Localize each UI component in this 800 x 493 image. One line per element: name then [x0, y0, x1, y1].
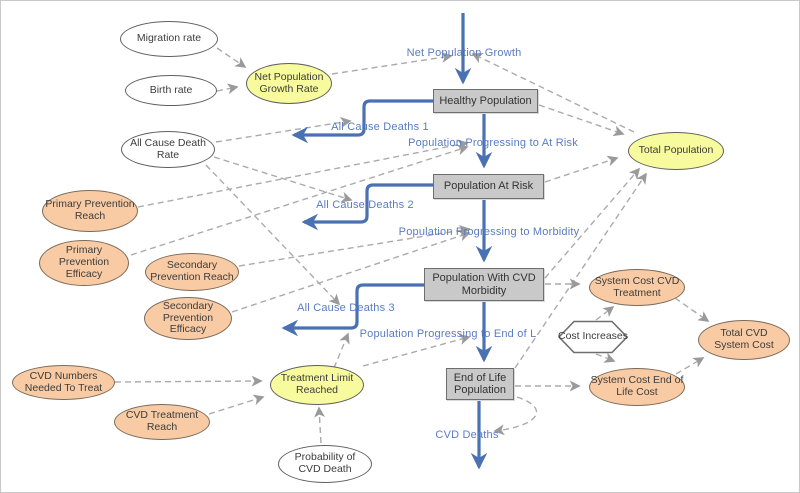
node-system-cost-end-of-life[interactable]: System Cost End of Life Cost	[589, 368, 685, 406]
node-probability-of-cvd-death-label: Probability of CVD Death	[294, 451, 356, 475]
link-primary-efficacy-to-at-risk-valve	[130, 144, 469, 256]
link-death-rate-to-deaths2	[213, 156, 353, 203]
node-primary-prevention-efficacy[interactable]: Primary Prevention Efficacy	[39, 240, 129, 286]
flow-pipes	[281, 13, 493, 470]
link-end-of-life-cost-to-total-cost	[675, 357, 705, 375]
flow-label-all-cause-deaths-3: All Cause Deaths 3	[297, 302, 395, 314]
link-death-rate-to-deaths1	[215, 117, 352, 143]
node-probability-of-cvd-death[interactable]: Probability of CVD Death	[278, 445, 372, 483]
link-secondary-efficacy-to-morbidity-valve	[231, 230, 471, 313]
stock-population-with-cvd-morbidity[interactable]: Population With CVD Morbidity	[424, 268, 544, 301]
flow-all-cause-deaths-1[interactable]	[291, 99, 433, 144]
flow-label-progressing-to-at-risk: Population Progressing to At Risk	[408, 137, 578, 149]
link-cost-increases-to-cvd-treatment-cost	[595, 305, 615, 321]
link-morbidity-to-total-population	[544, 167, 641, 279]
flow-label-all-cause-deaths-2: All Cause Deaths 2	[316, 199, 414, 211]
node-net-population-growth-rate[interactable]: Net Population Growth Rate	[246, 63, 332, 104]
flow-all-cause-deaths-2[interactable]	[301, 183, 436, 231]
node-cvd-numbers-needed-to-treat-label: CVD Numbers Needed To Treat	[24, 369, 103, 394]
node-treatment-limit-reached-label: Treatment Limit Reached	[280, 372, 354, 396]
node-secondary-prevention-efficacy[interactable]: Secondary Prevention Efficacy	[144, 297, 232, 340]
link-treatment-limit-to-deaths3-valve	[333, 332, 350, 369]
node-cvd-treatment-reach[interactable]: CVD Treatment Reach	[114, 404, 210, 440]
stock-population-with-cvd-morbidity-label: Population With CVD Morbidity	[432, 272, 536, 297]
flow-all-cause-deaths-3[interactable]	[281, 283, 424, 337]
node-all-cause-death-rate[interactable]: All Cause Death Rate	[121, 131, 215, 168]
node-secondary-prevention-efficacy-label: Secondary Prevention Efficacy	[162, 299, 214, 336]
node-net-population-growth-rate-label: Net Population Growth Rate	[254, 70, 324, 95]
link-end-of-life-to-total-population	[514, 172, 647, 369]
link-secondary-reach-to-morbidity-valve	[238, 225, 471, 267]
flow-label-cvd-deaths: CVD Deaths	[435, 429, 499, 441]
hexagon-shape	[557, 320, 629, 354]
node-birth-rate[interactable]: Birth rate	[125, 75, 217, 106]
node-system-cost-cvd-treatment[interactable]: System Cost CVD Treatment	[589, 269, 685, 306]
node-total-population-label: Total Population	[638, 144, 714, 157]
link-probability-to-treatment-limit	[314, 406, 326, 444]
node-treatment-limit-reached[interactable]: Treatment Limit Reached	[270, 365, 364, 405]
influence-links	[114, 47, 710, 444]
node-secondary-prevention-reach-label: Secondary Prevention Reach	[150, 259, 234, 283]
link-growth-rate-to-valve	[331, 51, 453, 75]
node-cost-increases-label: Cost Increases	[557, 330, 629, 343]
stock-healthy-population[interactable]: Healthy Population	[433, 89, 538, 113]
link-treatment-limit-to-end-of-life-valve	[362, 334, 471, 367]
stock-population-at-risk-label: Population At Risk	[443, 180, 534, 193]
node-total-cvd-system-cost[interactable]: Total CVD System Cost	[698, 320, 790, 360]
link-numbers-to-treatment-limit	[114, 375, 263, 387]
link-cvd-treatment-cost-to-total-cost	[674, 297, 710, 322]
node-migration-rate[interactable]: Migration rate	[120, 21, 218, 57]
stock-end-of-life-population-label: End of Life Population	[453, 371, 507, 396]
link-primary-reach-to-at-risk-valve	[137, 139, 469, 208]
node-cost-increases[interactable]: Cost Increases	[557, 319, 629, 355]
link-healthy-to-total-population	[538, 104, 625, 137]
link-birth-to-growth-rate	[216, 83, 239, 95]
node-primary-prevention-efficacy-label: Primary Prevention Efficacy	[58, 244, 110, 280]
node-birth-rate-label: Birth rate	[149, 83, 193, 96]
stock-end-of-life-population[interactable]: End of Life Population	[446, 368, 514, 400]
link-migration-to-growth-rate	[216, 47, 247, 68]
node-cvd-treatment-reach-label: CVD Treatment Reach	[125, 409, 199, 433]
node-total-population[interactable]: Total Population	[628, 132, 724, 170]
stock-healthy-population-label: Healthy Population	[439, 94, 532, 107]
node-primary-prevention-reach-label: Primary Prevention Reach	[45, 198, 135, 222]
stock-population-at-risk[interactable]: Population At Risk	[433, 174, 544, 199]
node-migration-rate-label: Migration rate	[136, 32, 202, 45]
node-total-cvd-system-cost-label: Total CVD System Cost	[714, 327, 774, 351]
node-system-cost-cvd-treatment-label: System Cost CVD Treatment	[594, 274, 680, 299]
link-cost-increases-to-end-of-life-cost	[595, 352, 616, 363]
flow-label-progressing-to-morbidity: Population Progressing to Morbidity	[398, 226, 580, 238]
link-death-rate-to-deaths3	[205, 164, 341, 306]
flow-label-all-cause-deaths-1: All Cause Deaths 1	[331, 121, 429, 133]
node-system-cost-end-of-life-label: System Cost End of Life Cost	[590, 374, 684, 398]
link-treatment-reach-to-treatment-limit	[208, 394, 265, 415]
flow-label-net-population-growth: Net Population Growth	[406, 47, 522, 59]
node-secondary-prevention-reach[interactable]: Secondary Prevention Reach	[145, 253, 239, 291]
node-all-cause-death-rate-label: All Cause Death Rate	[130, 136, 206, 161]
flow-label-progressing-to-end-of-life: Population Progressing to End of L	[359, 328, 537, 340]
link-at-risk-to-total-population	[544, 155, 619, 183]
node-primary-prevention-reach[interactable]: Primary Prevention Reach	[42, 190, 138, 232]
link-end-of-life-to-cvd-deaths-valve	[493, 396, 538, 436]
node-cvd-numbers-needed-to-treat[interactable]: CVD Numbers Needed To Treat	[12, 365, 115, 400]
